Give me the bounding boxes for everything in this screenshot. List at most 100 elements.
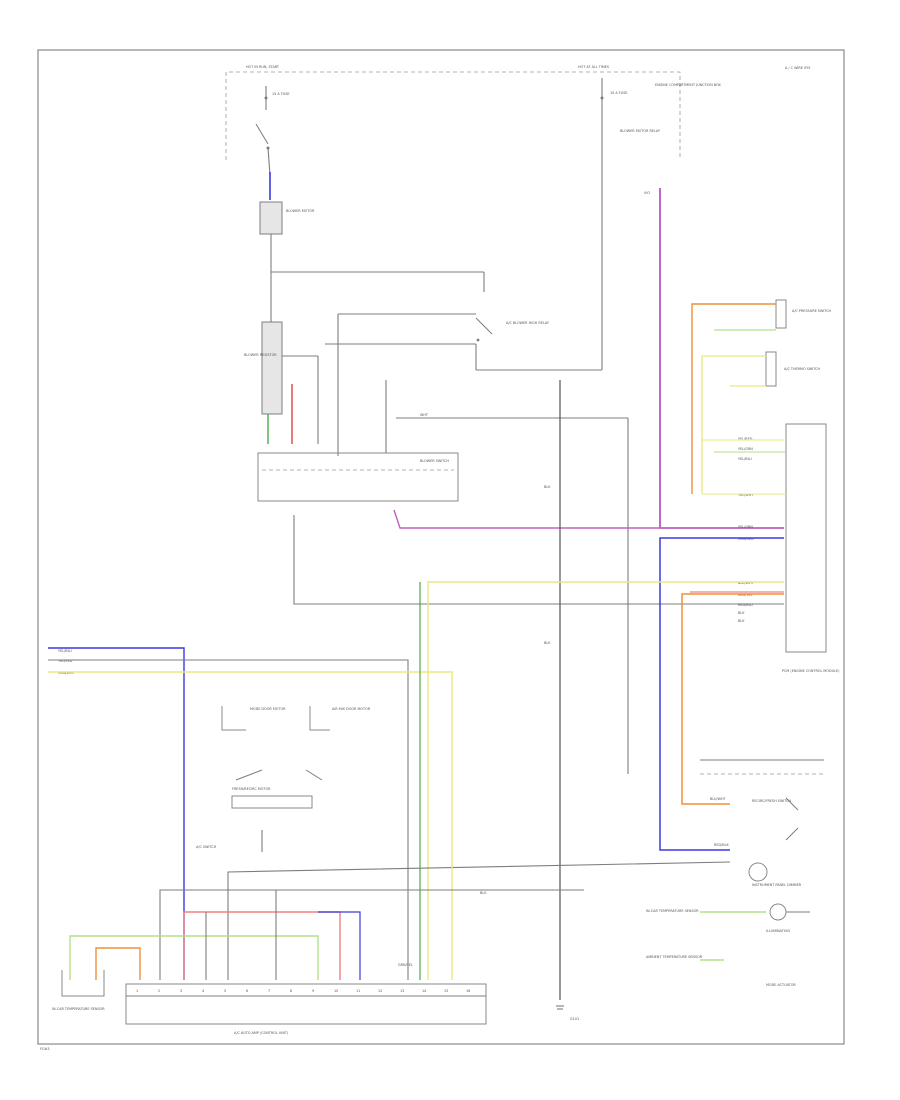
blower-relay-label: BLOWER MOTOR RELAY xyxy=(620,129,661,133)
control-unit: A/C AUTO AMP (CONTROL UNIT) xyxy=(125,983,487,1035)
svg-text:A/C AUTO AMP (CONTROL UNIT): A/C AUTO AMP (CONTROL UNIT) xyxy=(234,1031,289,1035)
svg-text:A/C THERMO SWITCH: A/C THERMO SWITCH xyxy=(784,367,820,371)
blower-motor: BLOWER MOTOR xyxy=(259,201,315,235)
svg-text:12: 12 xyxy=(378,989,382,993)
svg-text:YEL/ORN: YEL/ORN xyxy=(738,525,753,529)
svg-text:FRESH/RECIRC MOTOR: FRESH/RECIRC MOTOR xyxy=(232,787,271,791)
fuse-right-header: HOT AT ALL TIMES xyxy=(578,65,609,69)
recirc-switch: RECIRC/FRESH SWITCH INSTRUMENT PANEL DIM… xyxy=(700,759,824,887)
wire-orn-right xyxy=(681,593,784,805)
svg-text:IN-CAR TEMPERATURE SENSOR: IN-CAR TEMPERATURE SENSOR xyxy=(646,909,699,913)
svg-text:BLU/WHT: BLU/WHT xyxy=(738,581,755,585)
footer-note: FG#3 xyxy=(40,1047,50,1051)
svg-text:BLOWER SWITCH: BLOWER SWITCH xyxy=(420,459,449,463)
wire-orn-top xyxy=(691,303,776,494)
svg-text:RED/BLU: RED/BLU xyxy=(738,603,753,607)
svg-text:GRN/RED: GRN/RED xyxy=(738,537,754,541)
left-edge-labels: YEL/BLU YEL/RED GRN/WHT xyxy=(58,649,76,675)
label-wht: WHT xyxy=(420,413,429,417)
svg-text:ILLUMINATION: ILLUMINATION xyxy=(766,929,790,933)
wire-lgrn-bottom xyxy=(69,935,319,980)
mode-door-motor: MODE DOOR MOTOR xyxy=(221,706,286,731)
svg-text:BLOWER RESISTOR: BLOWER RESISTOR xyxy=(244,353,277,357)
wire-yel-sensors xyxy=(701,355,766,494)
svg-text:14: 14 xyxy=(422,989,426,993)
wire-blk-switch xyxy=(293,515,784,605)
svg-text:YEL/GRN: YEL/GRN xyxy=(738,447,753,451)
svg-text:6: 6 xyxy=(246,989,248,993)
svg-text:RED/YEL: RED/YEL xyxy=(738,593,752,597)
svg-text:15 A FUSE: 15 A FUSE xyxy=(272,92,290,96)
fuse-left-header: HOT IN RUN, START xyxy=(246,65,280,69)
temp-sensor-left: IN-CAR TEMPERATURE SENSOR xyxy=(52,970,105,1011)
svg-text:YEL/BLU: YEL/BLU xyxy=(738,457,752,461)
svg-text:YEL/RED: YEL/RED xyxy=(738,437,753,441)
svg-text:A/C BLOWER HIGH RELAY: A/C BLOWER HIGH RELAY xyxy=(506,321,550,325)
svg-text:11: 11 xyxy=(356,989,360,993)
svg-text:YEL/BLU: YEL/BLU xyxy=(58,649,72,653)
diagram-frame xyxy=(37,49,845,1045)
label-grn-yel: GRN/YEL xyxy=(398,963,413,967)
svg-text:BLK: BLK xyxy=(544,485,551,489)
svg-text:BLK: BLK xyxy=(738,619,745,623)
svg-text:13: 13 xyxy=(400,989,404,993)
wire-pnk xyxy=(393,509,784,529)
svg-text:BLOWER MOTOR: BLOWER MOTOR xyxy=(286,209,315,213)
junction-box-outline xyxy=(225,71,681,160)
svg-text:16: 16 xyxy=(466,989,470,993)
svg-text:1: 1 xyxy=(136,989,138,993)
wire-blu-right xyxy=(659,537,784,851)
illumination: IN-CAR TEMPERATURE SENSOR ILLUMINATION A… xyxy=(646,903,810,987)
air-mix-motor: AIR MIX DOOR MOTOR xyxy=(309,706,371,731)
svg-text:MODE ACTUATOR: MODE ACTUATOR xyxy=(766,983,796,987)
thermo-switch: A/C THERMO SWITCH xyxy=(765,351,820,387)
svg-text:G101: G101 xyxy=(570,1017,579,1021)
svg-text:10 A FUSE: 10 A FUSE xyxy=(610,91,628,95)
svg-text:2: 2 xyxy=(158,989,160,993)
corner-tag: A / C WIRE SYS xyxy=(785,66,810,70)
svg-text:8: 8 xyxy=(290,989,292,993)
blower-resistor: BLOWER RESISTOR xyxy=(244,321,283,415)
svg-text:BLK: BLK xyxy=(480,891,487,895)
svg-text:5: 5 xyxy=(224,989,226,993)
svg-text:AMBIENT TEMPERATURE SENSOR: AMBIENT TEMPERATURE SENSOR xyxy=(646,955,703,959)
svg-text:10: 10 xyxy=(334,989,338,993)
svg-text:RECIRC/FRESH SWITCH: RECIRC/FRESH SWITCH xyxy=(752,799,792,803)
svg-text:IN-CAR TEMPERATURE SENSOR: IN-CAR TEMPERATURE SENSOR xyxy=(52,1007,105,1011)
wire-blu-left xyxy=(48,647,185,980)
wire-yel-long xyxy=(427,581,784,980)
pcm-side-labels: YEL/RED YEL/GRN YEL/BLU YEL/WHT YEL/ORN … xyxy=(738,437,755,623)
svg-text:A/C SWITCH: A/C SWITCH xyxy=(196,845,217,849)
svg-text:PCM (ENGINE CONTROL MODULE): PCM (ENGINE CONTROL MODULE) xyxy=(782,669,840,673)
blower-switch: BLOWER SWITCH xyxy=(257,452,459,502)
control-unit-pins: 1 2 3 4 5 6 7 8 9 10 11 12 13 14 15 16 xyxy=(136,989,470,993)
svg-text:BLK: BLK xyxy=(738,611,745,615)
wire-vio xyxy=(659,188,784,529)
wire-pnk-bottom xyxy=(183,911,341,980)
label-red-blk: RED/BLK xyxy=(714,843,729,847)
wire-blu-bottom xyxy=(318,911,361,980)
svg-text:MODE DOOR MOTOR: MODE DOOR MOTOR xyxy=(250,707,286,711)
svg-text:VIO: VIO xyxy=(644,191,650,195)
wire-orn-bottom xyxy=(95,947,141,980)
pcm-connector: PCM (ENGINE CONTROL MODULE) xyxy=(782,423,840,673)
svg-text:YEL/RED: YEL/RED xyxy=(58,659,73,663)
label-blu-wht: BLU/WHT xyxy=(710,797,727,801)
svg-text:AIR MIX DOOR MOTOR: AIR MIX DOOR MOTOR xyxy=(332,707,371,711)
svg-text:BLK: BLK xyxy=(544,641,551,645)
recirc-motor: FRESH/RECIRC MOTOR A/C SWITCH xyxy=(196,769,323,852)
svg-text:INSTRUMENT PANEL DIMMER: INSTRUMENT PANEL DIMMER xyxy=(752,883,802,887)
wire-yel-left xyxy=(48,671,453,980)
svg-text:15: 15 xyxy=(444,989,448,993)
svg-text:4: 4 xyxy=(202,989,204,993)
fuse-left: 15 A FUSE xyxy=(255,86,290,176)
blower-hi-relay: A/C BLOWER HIGH RELAY xyxy=(475,317,550,342)
svg-text:3: 3 xyxy=(180,989,182,993)
junction-box-label: ENGINE COMPARTMENT JUNCTION BOX xyxy=(655,83,722,87)
wire-blk-left xyxy=(48,659,409,980)
svg-text:GRN/WHT: GRN/WHT xyxy=(58,671,76,675)
fuse-right: 10 A FUSE xyxy=(600,91,628,100)
svg-text:A/C PRESSURE SWITCH: A/C PRESSURE SWITCH xyxy=(792,309,832,313)
svg-text:9: 9 xyxy=(312,989,314,993)
